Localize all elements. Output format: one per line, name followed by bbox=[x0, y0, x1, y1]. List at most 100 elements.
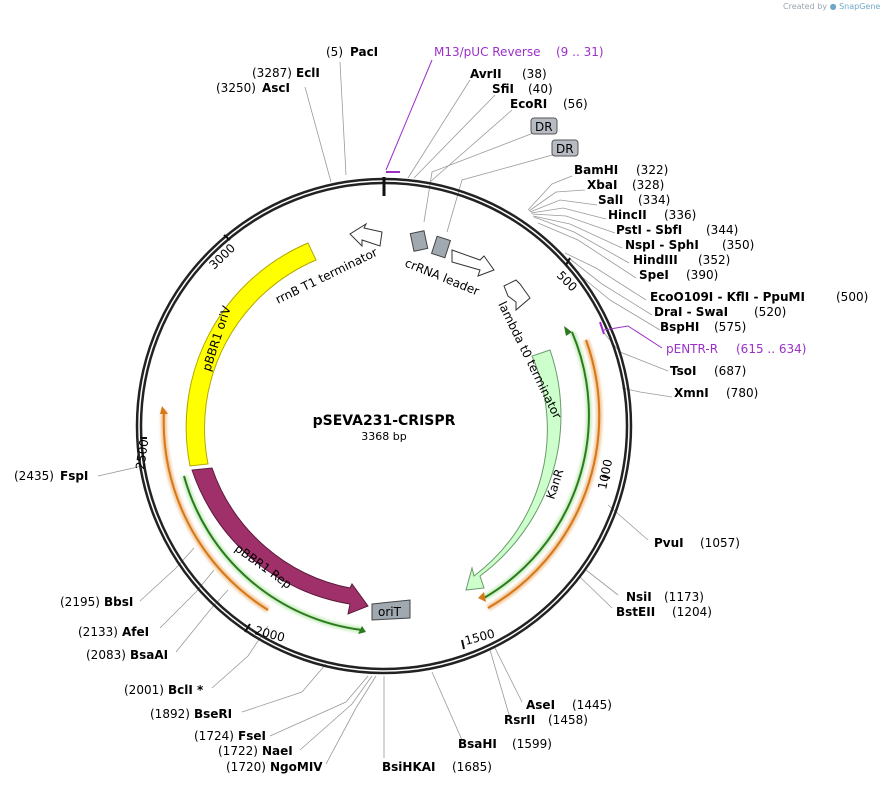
dr-tag-1-label: DR bbox=[535, 120, 553, 134]
enzyme-labels-left: (1720) NgoMIV (1722) NaeI (1724) FseI (1… bbox=[14, 66, 323, 774]
enzyme-speI-pos: (390) bbox=[686, 268, 718, 282]
enzyme-bsaAI-pos: (2083) bbox=[86, 648, 126, 662]
enzyme-xmnI-pos: (780) bbox=[726, 386, 758, 400]
enzyme-sfiI-pos: (40) bbox=[528, 82, 553, 96]
enzyme-fseI-name: FseI bbox=[238, 729, 266, 743]
primer-pentr-name: pENTR-R bbox=[666, 342, 718, 356]
dr-tag-2 bbox=[551, 139, 579, 157]
enzyme-ascI-name: AscI bbox=[262, 81, 290, 95]
enzyme-bsiHKAI-name: BsiHKAI bbox=[382, 760, 436, 774]
enzyme-nspI-sphI-name: NspI - SphI bbox=[625, 238, 699, 252]
enzyme-ascI-pos: (3250) bbox=[216, 81, 256, 95]
rrnb-terminator-arrow-icon bbox=[349, 222, 383, 248]
enzyme-bamHI-name: BamHI bbox=[574, 163, 618, 177]
enzyme-ecoRI-name: EcoRI bbox=[510, 97, 547, 111]
enzyme-bseRI-pos: (1892) bbox=[150, 707, 190, 721]
plasmid-name: pSEVA231-CRISPR bbox=[313, 413, 456, 429]
enzyme-xbaI-pos: (328) bbox=[632, 178, 664, 192]
primer-pentr-leader bbox=[603, 325, 663, 349]
crrna-leader-arrow-icon bbox=[451, 249, 495, 277]
enzyme-draI-swaI-pos: (520) bbox=[754, 305, 786, 319]
credit-prefix: Created by bbox=[783, 2, 828, 11]
enzyme-hindIII-name: HindIII bbox=[633, 253, 678, 267]
enzyme-xmnI-name: XmnI bbox=[674, 386, 709, 400]
enzyme-afeI-pos: (2133) bbox=[78, 625, 118, 639]
enzyme-tsoI-pos: (687) bbox=[714, 364, 746, 378]
enzyme-salI-name: SalI bbox=[598, 193, 623, 207]
enzyme-pacI-pos: (5) bbox=[326, 45, 343, 59]
enzyme-bbsI-name: BbsI bbox=[104, 595, 133, 609]
orit-label: oriT bbox=[378, 605, 402, 619]
enzyme-fspI-name: FspI bbox=[60, 469, 88, 483]
enzyme-naeI-pos: (1722) bbox=[218, 744, 258, 758]
enzyme-bsaAI-name: BsaAI bbox=[130, 648, 168, 662]
orit-feature bbox=[371, 599, 411, 621]
enzyme-fseI-pos: (1724) bbox=[194, 729, 234, 743]
enzyme-pstI-sbfI-name: PstI - SbfI bbox=[616, 223, 682, 237]
enzyme-rsrII-name: RsrII bbox=[504, 713, 535, 727]
enzyme-nspI-sphI-pos: (350) bbox=[722, 238, 754, 252]
enzyme-nsiI-name: NsiI bbox=[626, 590, 652, 604]
enzyme-tsoI-name: TsoI bbox=[670, 364, 696, 378]
pbbr1-rep-feature bbox=[191, 467, 369, 615]
enzyme-ngoMIV-name: NgoMIV bbox=[270, 760, 323, 774]
enzyme-bseRI-name: BseRI bbox=[194, 707, 232, 721]
enzyme-sfiI-name: SfiI bbox=[492, 82, 514, 96]
enzyme-eclI-name: EclI bbox=[296, 66, 320, 80]
enzyme-ecoO109I-pos: (500) bbox=[836, 290, 868, 304]
enzyme-bstEII-pos: (1204) bbox=[672, 605, 712, 619]
snapgene-logo-icon: ● bbox=[829, 2, 837, 11]
enzyme-bamHI-pos: (322) bbox=[636, 163, 668, 177]
primer-pentr-tick bbox=[599, 321, 605, 335]
enzyme-labels-right: PacI (5) AvrII (38) SfiI (40) EcoRI (56)… bbox=[326, 45, 868, 774]
enzyme-bspHI-pos: (575) bbox=[714, 320, 746, 334]
enzyme-bspHI-name: BspHI bbox=[660, 320, 699, 334]
enzyme-naeI-name: NaeI bbox=[262, 744, 293, 758]
enzyme-salI-pos: (334) bbox=[638, 193, 670, 207]
enzyme-draI-swaI-name: DraI - SwaI bbox=[654, 305, 728, 319]
dr-box-1-icon bbox=[409, 230, 429, 252]
enzyme-eclI-pos: (3287) bbox=[252, 66, 292, 80]
primer-m13-name: M13/pUC Reverse bbox=[434, 45, 541, 59]
pbbr1-oriv-feature bbox=[185, 242, 317, 467]
dr-tag-1 bbox=[530, 117, 558, 135]
enzyme-bclI-name: BclI * bbox=[168, 683, 204, 697]
enzyme-pvuI-name: PvuI bbox=[654, 536, 684, 550]
enzyme-bsaHI-name: BsaHI bbox=[458, 737, 497, 751]
primer-m13-range: (9 .. 31) bbox=[556, 45, 604, 59]
primer-pentr-range: (615 .. 634) bbox=[736, 342, 806, 356]
kanr-feature bbox=[465, 349, 562, 591]
primer-m13-leader bbox=[385, 59, 433, 171]
credit-brand: SnapGene bbox=[839, 2, 881, 11]
scale-tick-1000: 1000 bbox=[595, 458, 615, 491]
scale-tick-3000: 3000 bbox=[206, 241, 238, 272]
enzyme-pvuI-pos: (1057) bbox=[700, 536, 740, 550]
enzyme-pstI-sbfI-pos: (344) bbox=[706, 223, 738, 237]
scale-tick-2500: 2500 bbox=[133, 438, 151, 470]
enzyme-pacI-name: PacI bbox=[350, 45, 378, 59]
enzyme-fspI-pos: (2435) bbox=[14, 469, 54, 483]
snapgene-credit: Created by ● SnapGene bbox=[783, 2, 880, 11]
enzyme-bbsI-pos: (2195) bbox=[60, 595, 100, 609]
enzyme-bsaHI-pos: (1599) bbox=[512, 737, 552, 751]
enzyme-hindIII-pos: (352) bbox=[698, 253, 730, 267]
enzyme-speI-name: SpeI bbox=[639, 268, 669, 282]
enzyme-hincII-pos: (336) bbox=[664, 208, 696, 222]
enzyme-ecoRI-pos: (56) bbox=[563, 97, 588, 111]
dr-tag-2-label: DR bbox=[556, 142, 574, 156]
lambda-label: lambda t0 terminator bbox=[495, 299, 564, 421]
enzyme-ecoO109I-name: EcoO109I - KflI - PpuMI bbox=[650, 290, 805, 304]
enzyme-avrII-name: AvrII bbox=[470, 67, 502, 81]
enzyme-ngoMIV-pos: (1720) bbox=[226, 760, 266, 774]
enzyme-aseI-name: AseI bbox=[526, 698, 555, 712]
plasmid-size: 3368 bp bbox=[361, 430, 406, 443]
lambda-terminator-arrow-icon bbox=[503, 279, 531, 312]
enzyme-nsiI-pos: (1173) bbox=[664, 590, 704, 604]
enzyme-bclI-pos: (2001) bbox=[124, 683, 164, 697]
enzyme-hincII-name: HincII bbox=[608, 208, 647, 222]
enzyme-bsiHKAI-pos: (1685) bbox=[452, 760, 492, 774]
enzyme-aseI-pos: (1445) bbox=[572, 698, 612, 712]
enzyme-rsrII-pos: (1458) bbox=[548, 713, 588, 727]
enzyme-bstEII-name: BstEII bbox=[616, 605, 655, 619]
